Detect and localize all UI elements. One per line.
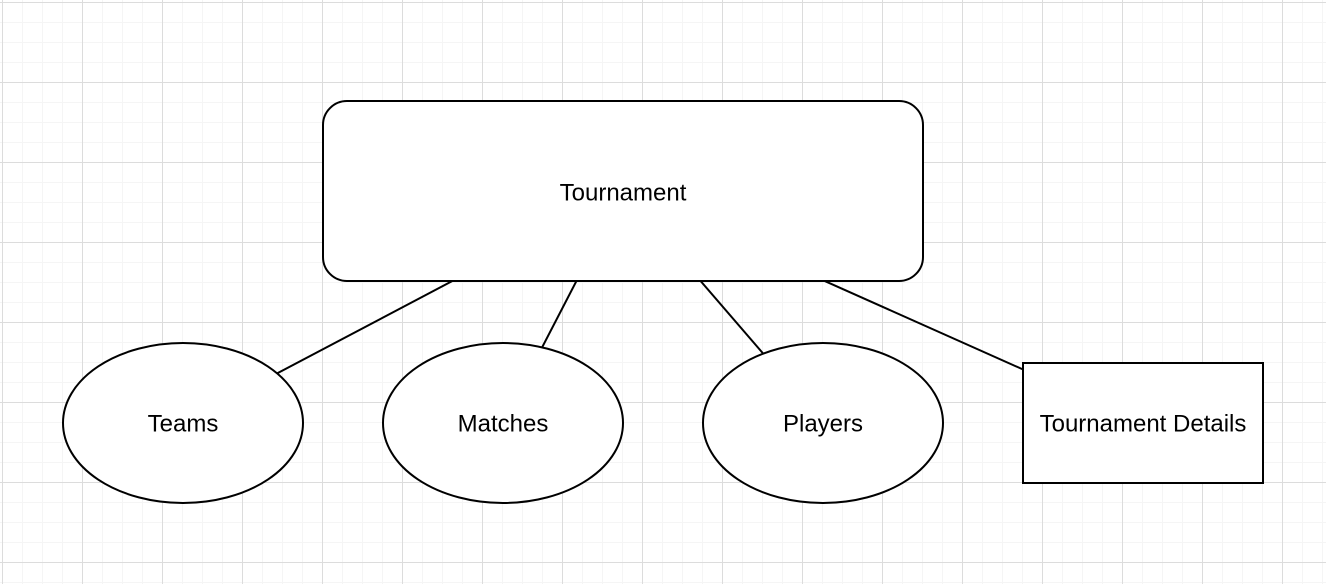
node-layer: Tournament Teams Matches Players Tournam…	[62, 100, 1264, 504]
tournament-label: Tournament	[560, 180, 687, 207]
matches-label: Matches	[458, 411, 549, 438]
node-tournament[interactable]: Tournament	[322, 100, 924, 282]
node-matches[interactable]: Matches	[382, 342, 624, 504]
matches-shape[interactable]	[382, 342, 624, 504]
tournament-details-shape[interactable]	[1022, 362, 1264, 484]
teams-shape[interactable]	[62, 342, 304, 504]
tournament-shape[interactable]	[322, 100, 924, 282]
node-players[interactable]: Players	[702, 342, 944, 504]
node-teams[interactable]: Teams	[62, 342, 304, 504]
tournament-details-label: Tournament Details	[1040, 411, 1247, 438]
players-label: Players	[783, 411, 863, 438]
players-shape[interactable]	[702, 342, 944, 504]
node-tournament-details[interactable]: Tournament Details	[1022, 362, 1264, 484]
teams-label: Teams	[148, 411, 219, 438]
